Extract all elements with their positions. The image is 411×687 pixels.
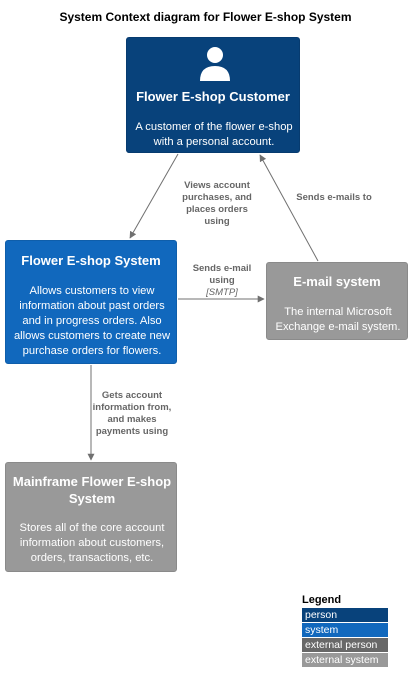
node-name: Flower E-shop Customer	[136, 89, 290, 104]
diagram-title: System Context diagram for Flower E-shop…	[59, 10, 352, 24]
node-name: Mainframe Flower E-shop System	[12, 474, 172, 506]
edge-technology: [SMTP]	[206, 287, 238, 298]
legend-item-external-person: external person	[302, 638, 388, 652]
node-name: Flower E-shop System	[21, 253, 161, 268]
edge-label-views: Views account purchases, and places orde…	[182, 180, 252, 227]
external-system-email[interactable]: E-mail system The internal Microsoft Exc…	[266, 262, 408, 340]
node-description: The internal Microsoft Exchange e-mail s…	[275, 306, 401, 333]
edge-label-text: Sends e-mail using	[192, 263, 252, 286]
arrow-email-to-customer	[259, 154, 319, 262]
edge-label-sends-mails: Sends e-mails to	[296, 192, 372, 203]
node-description: A customer of the flower e-shop with a p…	[135, 121, 293, 148]
arrow-customer-to-eshop	[129, 153, 179, 239]
node-name: E-mail system	[293, 274, 381, 289]
person-icon	[200, 47, 230, 81]
legend: Legend person system external person ext…	[302, 594, 388, 668]
external-system-mainframe[interactable]: Mainframe Flower E-shop System Stores al…	[5, 462, 177, 572]
legend-item-external-system: external system	[302, 653, 388, 667]
node-description: Stores all of the core account informati…	[19, 522, 165, 564]
legend-title: Legend	[302, 594, 342, 606]
legend-item-person: person	[302, 608, 388, 622]
person-flower-eshop-customer[interactable]: Flower E-shop Customer A customer of the…	[126, 37, 300, 153]
edge-label-sends-email: Sends e-mail using [SMTP]	[186, 263, 258, 299]
edge-label-gets: Gets account information from, and makes…	[92, 390, 172, 437]
system-flower-eshop[interactable]: Flower E-shop System Allows customers to…	[5, 240, 177, 364]
node-description: Allows customers to view information abo…	[13, 285, 171, 357]
legend-item-system: system	[302, 623, 388, 637]
